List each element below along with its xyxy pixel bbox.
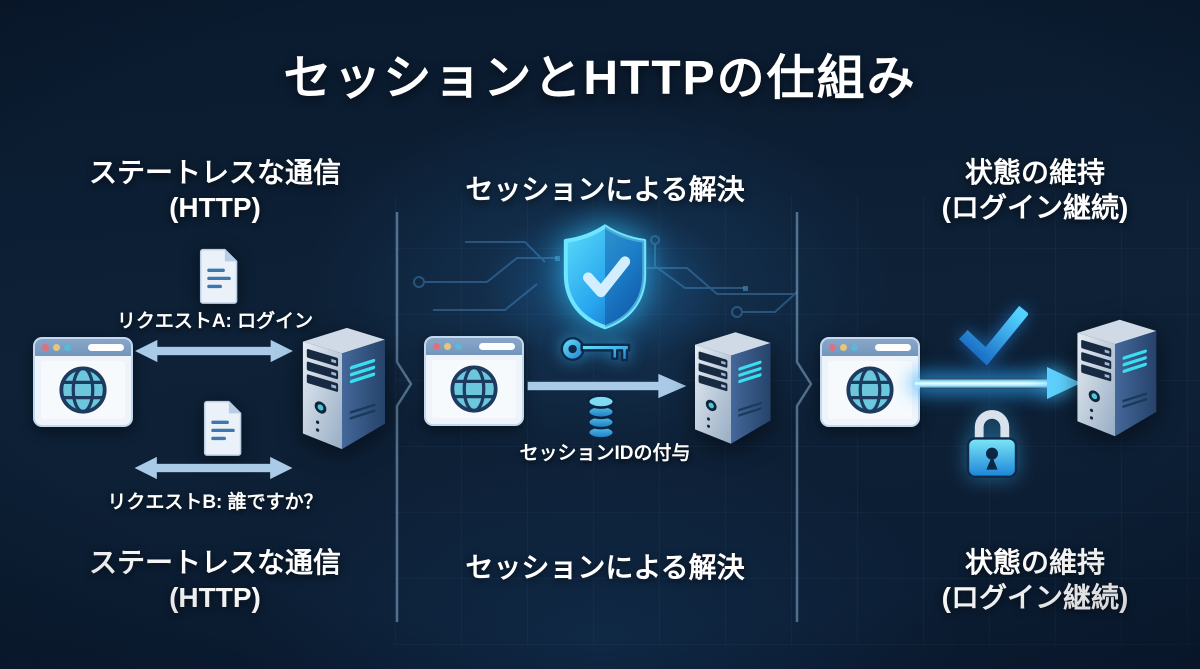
stateless-header: ステートレスな通信 (HTTP) xyxy=(50,155,380,225)
single-arrow-icon xyxy=(527,373,687,399)
globe-icon xyxy=(450,365,498,413)
globe-icon xyxy=(846,366,894,414)
key-icon xyxy=(560,336,631,362)
checkmark-icon xyxy=(958,306,1028,366)
session-footer: セッションによる解決 xyxy=(465,552,745,583)
glow-arrow-head xyxy=(1047,367,1081,399)
red-dot-icon xyxy=(829,344,836,351)
document-icon xyxy=(203,400,242,456)
session-id-label: セッションIDの付与 xyxy=(519,443,691,464)
yellow-dot-icon xyxy=(840,344,847,351)
blue-dot-icon xyxy=(851,344,858,351)
stateless-footer: ステートレスな通信 (HTTP) xyxy=(50,545,380,615)
state-footer: 状態の維持 (ログイン継続) xyxy=(875,545,1195,615)
browser-titlebar xyxy=(822,339,918,356)
address-bar xyxy=(479,343,515,350)
yellow-dot-icon xyxy=(53,344,60,351)
database-icon xyxy=(586,394,616,440)
red-dot-icon xyxy=(433,343,440,350)
stateless-header-line1: ステートレスな通信 xyxy=(88,157,341,188)
document-icon xyxy=(199,248,238,304)
chevron-divider-icon xyxy=(795,212,813,622)
state-header-line2: (ログイン継続) xyxy=(941,192,1129,223)
blue-dot-icon xyxy=(455,343,462,350)
session-header: セッションによる解決 xyxy=(465,174,745,205)
server-icon xyxy=(302,327,385,450)
shield-check-icon xyxy=(563,224,647,330)
page-title: セッションとHTTPの仕組み xyxy=(283,52,917,105)
address-bar xyxy=(875,344,911,351)
circuit-pattern-icon xyxy=(413,235,798,318)
double-arrow-icon xyxy=(135,339,293,363)
address-bar xyxy=(88,344,124,351)
chevron-divider-icon xyxy=(395,212,413,622)
browser-titlebar xyxy=(35,339,131,356)
browser-viewport xyxy=(41,361,125,419)
server-icon xyxy=(695,332,771,444)
stateless-footer-line1: ステートレスな通信 xyxy=(88,547,341,578)
glow-arrow-icon xyxy=(915,367,1083,399)
red-dot-icon xyxy=(42,344,49,351)
globe-icon xyxy=(59,366,107,414)
yellow-dot-icon xyxy=(444,343,451,350)
browser-viewport xyxy=(828,361,912,419)
state-header: 状態の維持 (ログイン継続) xyxy=(875,155,1195,225)
request-a-label: リクエストA: ログイン xyxy=(116,311,314,332)
padlock-icon xyxy=(966,410,1018,478)
state-footer-line2: (ログイン継続) xyxy=(941,582,1129,613)
browser-icon xyxy=(820,337,920,427)
request-b-label: リクエストB: 誰ですか？ xyxy=(107,492,323,513)
browser-titlebar xyxy=(426,338,522,355)
browser-icon xyxy=(424,336,524,426)
blue-dot-icon xyxy=(64,344,71,351)
stateless-footer-line2: (HTTP) xyxy=(169,582,261,613)
double-arrow-icon xyxy=(134,456,293,480)
glow-arrow-body xyxy=(915,378,1051,389)
browser-icon xyxy=(33,337,133,427)
state-header-line1: 状態の維持 xyxy=(964,157,1105,188)
stateless-header-line2: (HTTP) xyxy=(169,192,261,223)
state-footer-line1: 状態の維持 xyxy=(964,547,1105,578)
server-icon xyxy=(1077,319,1157,437)
browser-viewport xyxy=(432,360,516,418)
